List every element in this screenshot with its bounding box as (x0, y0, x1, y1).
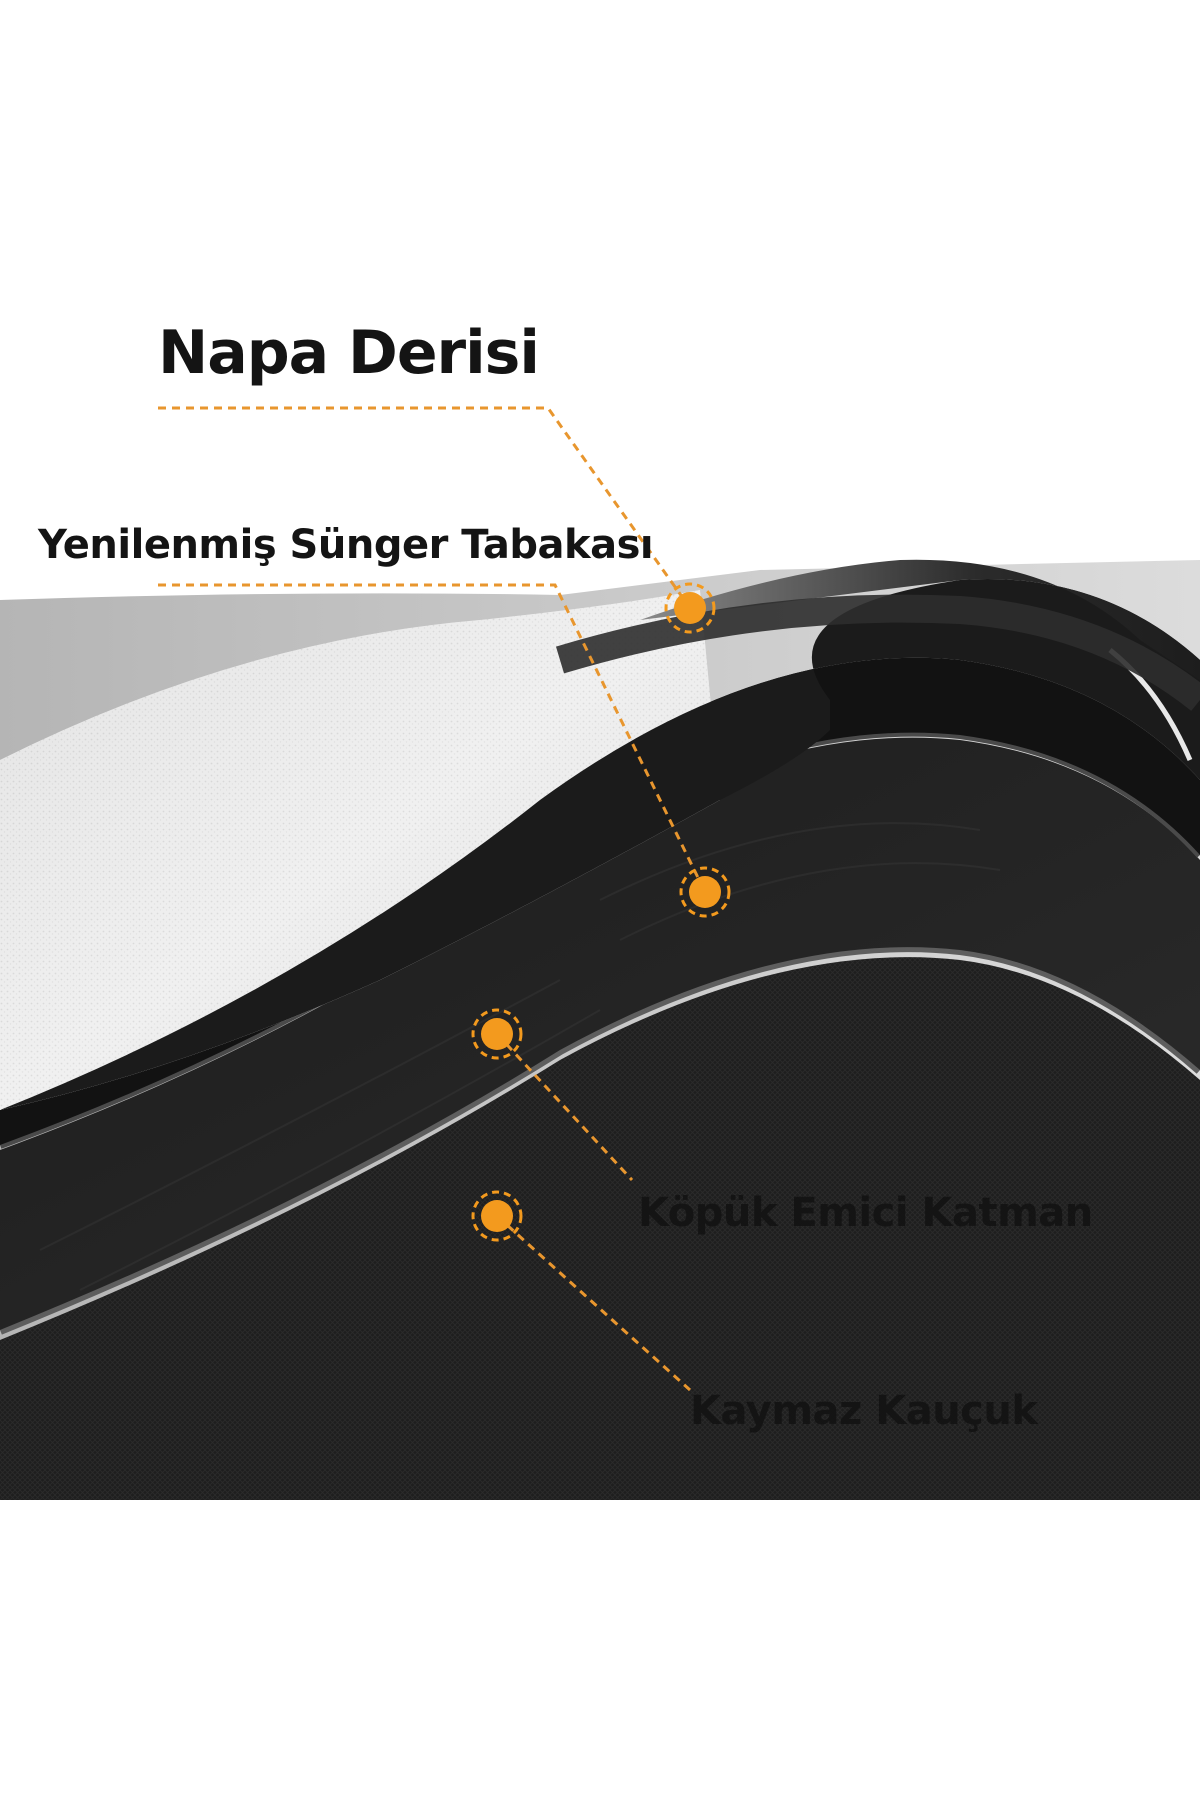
leader-lines (158, 406, 707, 1392)
top-sheet-surface (640, 559, 1200, 680)
top-sheet-shape (0, 579, 1200, 1110)
leader-line-kaymaz (495, 1214, 692, 1392)
sponge-layer-shape (0, 657, 1200, 1145)
marker-sunger (679, 866, 731, 918)
label-sunger-tabakasi: Yenilenmiş Sünger Tabakası (38, 522, 654, 568)
marker-kopuk (471, 1008, 523, 1060)
label-kopuk-emici-katman: Köpük Emici Katman (638, 1190, 1093, 1236)
leader-line-napa (158, 406, 692, 609)
top-sheet-band (555, 594, 1200, 711)
foam-texture (39, 822, 1001, 1291)
absorbing-foam-shape (0, 737, 1200, 1330)
label-napa-derisi: Napa Derisi (158, 318, 540, 388)
marker-kaymaz (471, 1190, 523, 1242)
leader-line-kopuk (495, 1032, 634, 1182)
leader-line-sunger (158, 583, 707, 893)
marker-napa (664, 582, 716, 634)
label-kaymaz-kaucuk: Kaymaz Kauçuk (690, 1388, 1038, 1434)
rubber-layer-shape (0, 957, 1200, 1500)
